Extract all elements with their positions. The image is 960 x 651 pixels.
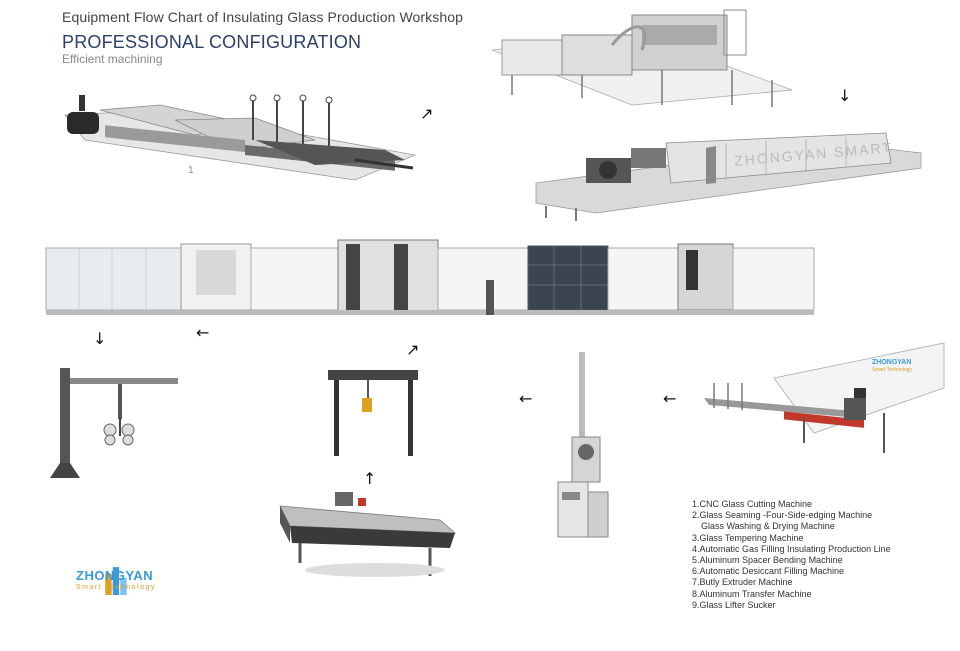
page-tagline: Efficient machining (62, 52, 163, 66)
arrow-down-icon: ↓ (93, 329, 107, 348)
legend-item: 9.Glass Lifter Sucker (692, 599, 776, 610)
step-number-label: 1 (188, 165, 194, 176)
arrow-down-icon: ↓ (838, 86, 852, 105)
glass-tempering-machine-image (535, 132, 922, 221)
aluminum-spacer-bending-machine-image (704, 342, 945, 453)
arrow-left-icon: ← (519, 389, 533, 408)
arrow-up-icon: ↑ (363, 469, 377, 488)
company-logo-name: ZHONGYAN (76, 568, 154, 583)
bending-screen-logo-tag: Smart Technology (872, 367, 912, 373)
cnc-glass-cutting-machine-image (64, 94, 417, 181)
legend-item: 6.Automatic Desiccant Filling Machine (692, 566, 845, 577)
glass-lifter-sucker-image (50, 368, 178, 478)
company-logo-icon (105, 567, 127, 595)
bending-screen-logo-text: ZHONGYAN (872, 359, 912, 366)
aluminum-transfer-machine-image (328, 370, 418, 456)
legend-item: 7.Butly Extruder Machine (692, 577, 793, 588)
insulating-glass-production-line-image (45, 239, 815, 315)
company-logo-tag: Smart Technology (76, 584, 156, 591)
arrow-left-icon: ← (196, 323, 210, 342)
glass-edging-machine-image (491, 9, 793, 107)
butyl-extruder-machine-image (279, 492, 457, 577)
automatic-desiccant-filling-machine-image (557, 352, 609, 538)
legend-item: 4.Automatic Gas Filling Insulating Produ… (692, 543, 891, 554)
legend-item: Glass Washing & Drying Machine (701, 521, 835, 532)
legend-item: 2.Glass Seaming -Four-Side-edging Machin… (692, 510, 873, 521)
legend-item: 5.Aluminum Spacer Bending Machine (692, 555, 843, 566)
legend-item: 3.Glass Tempering Machine (692, 532, 804, 543)
equipment-legend: 1.CNC Glass Cutting Machine 2.Glass Seam… (692, 499, 891, 611)
arrow-up-right-icon: ↗ (420, 104, 434, 123)
arrow-up-right-icon: ↗ (406, 340, 420, 359)
legend-item: 8.Aluminum Transfer Machine (692, 588, 812, 599)
legend-item: 1.CNC Glass Cutting Machine (692, 499, 813, 509)
page-subtitle: PROFESSIONAL CONFIGURATION (62, 32, 362, 52)
arrow-left-icon: ← (663, 389, 677, 408)
page-title: Equipment Flow Chart of Insulating Glass… (62, 9, 464, 25)
